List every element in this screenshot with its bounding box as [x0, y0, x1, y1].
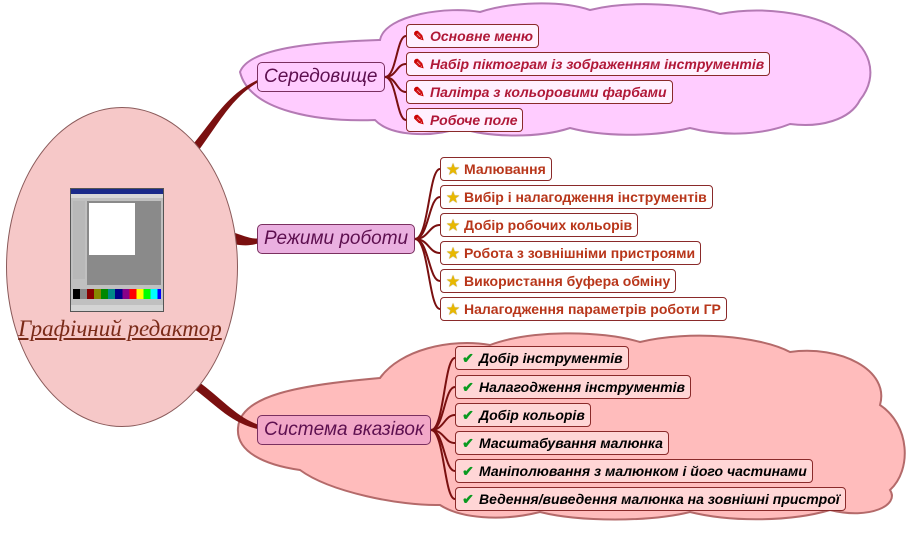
- leaf-connector: [414, 168, 441, 240]
- leaf-label: Вибір і налагодження інструментів: [464, 189, 707, 205]
- leaf-label: Добір робочих кольорів: [464, 217, 633, 233]
- leaf-label: Основне меню: [430, 28, 533, 44]
- branch-work-modes[interactable]: Режими роботи: [257, 224, 416, 254]
- leaf-commands-6[interactable]: ✔ Ведення/виведення малюнка на зовнішні п…: [455, 487, 846, 511]
- leaf-modes-2[interactable]: ★Вибір і налагодження інструментів: [440, 185, 713, 209]
- pen-icon: ✎: [413, 56, 425, 72]
- check-icon: ✔: [462, 491, 474, 507]
- root-title[interactable]: Графічний редактор: [18, 316, 222, 341]
- leaf-environment-3[interactable]: ✎ Палітра з кольоровими фарбами: [406, 80, 673, 104]
- paint-window-thumbnail: [70, 188, 164, 312]
- paint-statusbar: [71, 305, 163, 311]
- leaf-label: Набір піктограм із зображенням інструмен…: [430, 56, 765, 72]
- star-icon: ★: [446, 301, 460, 317]
- paint-titlebar: [71, 189, 163, 194]
- pen-icon: ✎: [413, 112, 425, 128]
- leaf-label: Робоче поле: [430, 112, 518, 128]
- star-icon: ★: [446, 245, 460, 261]
- leaf-modes-3[interactable]: ★Добір робочих кольорів: [440, 213, 639, 237]
- leaf-commands-5[interactable]: ✔ Маніполювання з малюнком і його частина…: [455, 459, 813, 483]
- leaf-label: Масштабування малюнка: [479, 435, 663, 451]
- star-icon: ★: [446, 217, 460, 233]
- leaf-label: Використання буфера обміну: [464, 273, 671, 289]
- leaf-modes-5[interactable]: ★Використання буфера обміну: [440, 269, 677, 293]
- leaf-commands-1[interactable]: ✔ Добір інструментів: [455, 346, 629, 370]
- leaf-label: Палітра з кольоровими фарбами: [430, 84, 667, 100]
- leaf-connectors: [384, 35, 456, 500]
- leaf-label: Маніполювання з малюнком і його частинам…: [479, 463, 807, 479]
- leaf-modes-6[interactable]: ★Налагодження параметрів роботи ГР: [440, 297, 727, 321]
- leaf-label: Добір інструментів: [479, 350, 623, 366]
- leaf-label: Налагодження параметрів роботи ГР: [464, 301, 721, 317]
- leaf-label: Малювання: [464, 161, 546, 177]
- leaf-modes-1[interactable]: ★Малювання: [440, 157, 552, 181]
- check-icon: ✔: [462, 379, 474, 395]
- leaf-modes-4[interactable]: ★Робота з зовнішніми пристроями: [440, 241, 702, 265]
- leaf-environment-1[interactable]: ✎ Основне меню: [406, 24, 539, 48]
- pen-icon: ✎: [413, 84, 425, 100]
- paint-menubar: [71, 194, 163, 198]
- star-icon: ★: [446, 273, 460, 289]
- leaf-environment-2[interactable]: ✎ Набір піктограм із зображенням інструме…: [406, 52, 771, 76]
- leaf-label: Ведення/виведення малюнка на зовнішні пр…: [479, 491, 840, 507]
- leaf-connector: [414, 238, 441, 310]
- connector-root-modes: [232, 232, 262, 246]
- check-icon: ✔: [462, 407, 474, 423]
- star-icon: ★: [446, 189, 460, 205]
- branch-command-system[interactable]: Система вказівок: [257, 415, 431, 445]
- leaf-connector: [430, 429, 456, 500]
- paint-palette: [73, 289, 161, 299]
- leaf-label: Робота з зовнішніми пристроями: [464, 245, 696, 261]
- leaf-label: Добір кольорів: [479, 407, 585, 423]
- leaf-commands-3[interactable]: ✔ Добір кольорів: [455, 403, 591, 427]
- leaf-commands-2[interactable]: ✔ Налагодження інструментів: [455, 375, 691, 399]
- branch-environment[interactable]: Середовище: [257, 62, 385, 92]
- pen-icon: ✎: [413, 28, 425, 44]
- paint-toolbox: [73, 201, 85, 279]
- connector-root-environment: [190, 78, 262, 154]
- paint-sheet: [89, 203, 135, 255]
- leaf-environment-4[interactable]: ✎ Робоче поле: [406, 108, 524, 132]
- connector-root-commands: [190, 380, 262, 430]
- star-icon: ★: [446, 161, 460, 177]
- check-icon: ✔: [462, 350, 474, 366]
- leaf-connector: [384, 76, 407, 121]
- check-icon: ✔: [462, 435, 474, 451]
- leaf-commands-4[interactable]: ✔ Масштабування малюнка: [455, 431, 669, 455]
- check-icon: ✔: [462, 463, 474, 479]
- leaf-label: Налагодження інструментів: [479, 379, 685, 395]
